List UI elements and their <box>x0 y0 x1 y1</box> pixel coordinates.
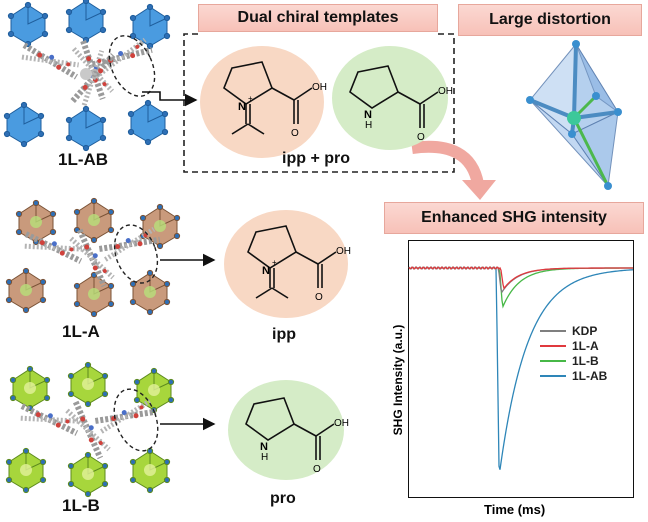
legend-label-kdp: KDP <box>572 323 598 338</box>
shg-ylabel: SHG Intensity (a.u.) <box>391 324 405 436</box>
pro-n-top: N <box>364 109 372 121</box>
label-1l-b: 1L-B <box>62 496 100 515</box>
chart-legend: KDP 1L-A 1L-B 1L-AB <box>540 323 607 383</box>
pro-oh-bottom: OH <box>334 418 349 429</box>
chart-frame <box>408 240 634 498</box>
legend-item-1l-b: 1L-B <box>540 353 607 368</box>
pro-oh-top: OH <box>438 86 453 97</box>
curved-pink-arrow <box>411 140 484 186</box>
pro-molecule-bottom <box>245 397 335 460</box>
crystal-structures-panel <box>3 0 181 498</box>
pro-h-top: H <box>365 120 372 131</box>
shg-chart <box>408 240 634 498</box>
label-1l-ab: 1L-AB <box>58 150 109 169</box>
shg-xlabel: Time (ms) <box>484 502 546 517</box>
octahedron-faces <box>529 42 619 188</box>
arrow-1l-ab <box>142 91 198 107</box>
series-line-1l-a <box>408 266 633 290</box>
dashed-highlight-ring <box>108 35 156 97</box>
banner-dual-chiral-templates: Dual chiral templates <box>198 4 438 32</box>
legend-label-1l-ab: 1L-AB <box>572 368 608 383</box>
legend-item-1l-ab: 1L-AB <box>540 368 607 383</box>
ipp-oh-top: OH <box>312 82 327 93</box>
legend-item-kdp: KDP <box>540 323 607 338</box>
legend-label-1l-a: 1L-A <box>572 338 599 353</box>
legend-item-1l-a: 1L-A <box>540 338 607 353</box>
pro-o-bottom: O <box>313 464 321 475</box>
ipp-molecule-mid <box>247 225 337 299</box>
ipp-n-mid: N <box>262 265 270 277</box>
ipp-plus-mid: + <box>272 258 277 267</box>
dual-templates-dashed-box <box>183 33 455 173</box>
banner-enhanced-shg: Enhanced SHG intensity <box>384 202 644 234</box>
pro-background-bottom <box>228 380 344 480</box>
structure-1l-a <box>5 197 181 318</box>
ipp-n-top: N <box>238 101 246 113</box>
ipp-o-mid: O <box>315 292 323 303</box>
ipp-background-mid <box>224 210 348 318</box>
central-metal-atom <box>567 111 581 125</box>
pro-background-top <box>332 46 448 150</box>
caption-ipp-pro: ipp + pro <box>282 150 350 167</box>
caption-pro: pro <box>270 490 296 507</box>
pro-molecule-top <box>349 65 439 128</box>
label-1l-a: 1L-A <box>62 322 100 341</box>
ipp-oh-mid: OH <box>336 246 351 257</box>
banner-large-distortion: Large distortion <box>458 4 642 36</box>
ipp-background-top <box>200 46 324 158</box>
caption-ipp: ipp <box>272 326 296 343</box>
chart-series-group <box>408 266 634 470</box>
pro-n-bottom: N <box>260 441 268 453</box>
pro-h-bottom: H <box>261 452 268 463</box>
ipp-o-top: O <box>291 128 299 139</box>
distorted-octahedron <box>526 40 622 190</box>
legend-label-1l-b: 1L-B <box>572 353 599 368</box>
ipp-plus-top: + <box>248 94 253 103</box>
ipp-molecule-top <box>223 61 313 135</box>
structure-1l-b <box>5 361 175 498</box>
pro-o-top: O <box>417 132 425 143</box>
structure-1l-ab <box>3 0 171 152</box>
